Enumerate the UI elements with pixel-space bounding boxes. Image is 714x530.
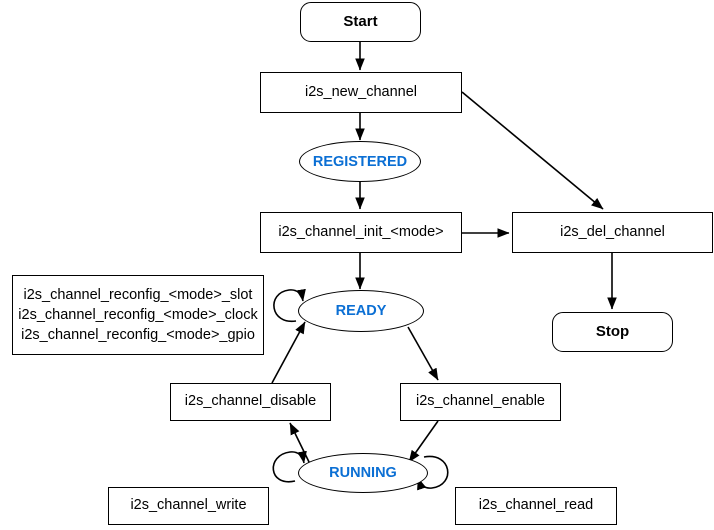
node-start[interactable]: Start	[300, 2, 421, 42]
node-channel-init[interactable]: i2s_channel_init_<mode>	[260, 212, 462, 253]
node-channel-write-label: i2s_channel_write	[130, 497, 247, 514]
node-new-channel[interactable]: i2s_new_channel	[260, 72, 462, 113]
node-channel-write[interactable]: i2s_channel_write	[108, 487, 269, 525]
node-running-label: RUNNING	[329, 465, 397, 481]
node-reconfig-line-gpio: i2s_channel_reconfig_<mode>_gpio	[21, 327, 255, 343]
node-running[interactable]	[298, 453, 428, 493]
node-ready-label: READY	[335, 303, 387, 319]
node-channel-init-label: i2s_channel_init_<mode>	[278, 223, 444, 240]
node-reconfig-line-clock: i2s_channel_reconfig_<mode>_clock	[18, 307, 258, 323]
edge-ready-to-channel-enable	[407, 326, 439, 381]
edge-running-self-loop-right	[417, 455, 449, 491]
node-stop-label: Stop	[595, 323, 630, 341]
node-registered[interactable]	[299, 141, 421, 182]
node-stop[interactable]: Stop	[552, 312, 673, 352]
edge-channel-enable-to-running	[408, 420, 439, 463]
edge-running-self-loop-left	[272, 450, 307, 483]
node-channel-enable[interactable]: i2s_channel_enable	[400, 383, 561, 421]
node-registered-label: REGISTERED	[312, 153, 408, 170]
node-channel-read-label: i2s_channel_read	[478, 497, 594, 514]
node-start-label: Start	[343, 13, 378, 31]
edge-ready-self-loop	[273, 288, 306, 322]
node-del-channel-label: i2s_del_channel	[560, 223, 665, 240]
edge-new-channel-to-del-channel	[461, 91, 604, 210]
node-channel-disable-label: i2s_channel_disable	[184, 393, 317, 410]
node-ready[interactable]	[298, 290, 424, 332]
edge-channel-disable-to-ready	[271, 321, 306, 384]
node-channel-enable-label: i2s_channel_enable	[416, 393, 545, 410]
node-del-channel[interactable]: i2s_del_channel	[512, 212, 713, 253]
node-reconfig-line-slot: i2s_channel_reconfig_<mode>_slot	[23, 287, 253, 303]
node-reconfig[interactable]: i2s_channel_reconfig_<mode>_slot i2s_cha…	[12, 275, 264, 355]
node-channel-disable[interactable]: i2s_channel_disable	[170, 383, 331, 421]
node-channel-read[interactable]: i2s_channel_read	[455, 487, 617, 525]
node-new-channel-label: i2s_new_channel	[304, 83, 418, 100]
